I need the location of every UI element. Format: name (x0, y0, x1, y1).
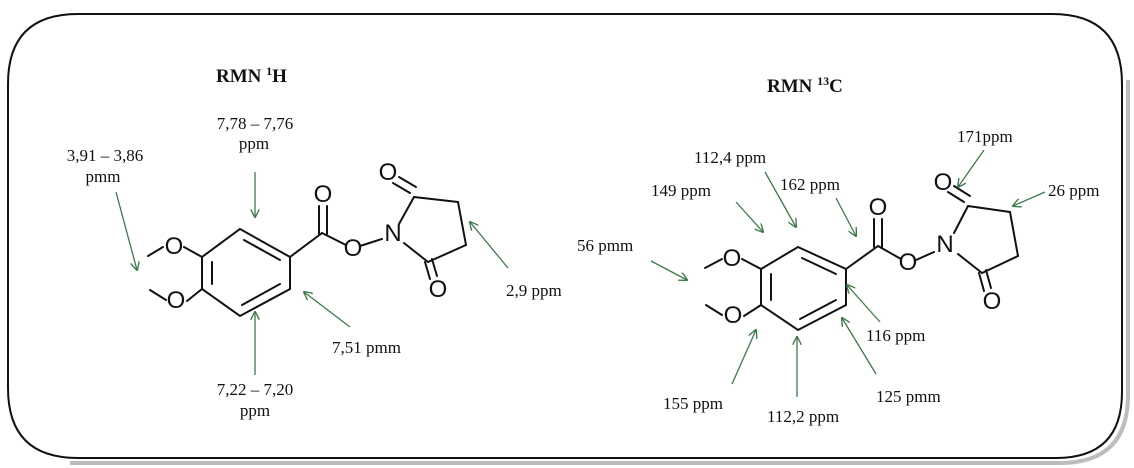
c13-atom-o-methoxy-bottom: O (724, 302, 743, 329)
h1-label-methoxy-line1: 3,91 – 3,86 (67, 146, 144, 165)
c13-label-26: 26 ppm (1048, 181, 1099, 200)
c13-panel-title: RMN 13C (767, 74, 843, 97)
h1-label-top-line2: ppm (239, 134, 269, 153)
c13-arrow-155 (731, 330, 756, 385)
h1-arrow-right (304, 292, 351, 328)
c13-atom-o-ring-top: O (934, 169, 953, 196)
rounded-frame (7, 13, 1123, 459)
c13-atom-o-methoxy-top: O (723, 245, 742, 272)
h1-atom-o-methoxy-top: O (165, 233, 184, 260)
c13-arrow-56 (650, 260, 687, 280)
c13-arrow-116 (847, 285, 881, 323)
c13-atom-n: N (936, 231, 953, 258)
c13-arrow-149 (735, 201, 763, 232)
c13-label-171: 171ppm (957, 127, 1013, 146)
frame-shadow (70, 80, 1130, 465)
h1-label-bottom-line2: ppm (240, 401, 270, 420)
h1-label-ch2: 2,9 ppm (506, 281, 562, 300)
c13-arrow-125 (842, 318, 877, 375)
c13-label-116: 116 ppm (866, 326, 925, 345)
c13-arrow-162 (835, 197, 856, 236)
c13-arrow-112-4 (764, 171, 796, 227)
h1-atom-o-carbonyl: O (314, 181, 333, 208)
c13-label-112-2: 112,2 ppm (767, 407, 839, 426)
h1-atom-o-ester: O (344, 235, 363, 262)
h1-label-methoxy-line2: pmm (86, 167, 121, 186)
c13-arrow-26 (1013, 191, 1046, 206)
c13-arrow-171 (958, 149, 985, 187)
h1-arrow-methoxy (115, 191, 137, 270)
h1-atom-o-ring-bottom: O (429, 276, 448, 303)
c13-atom-o-carbonyl: O (869, 194, 888, 221)
c13-molecule (704, 185, 1019, 332)
h1-atom-o-ring-top: O (379, 159, 398, 186)
c13-atom-o-ring-bottom: O (983, 288, 1002, 315)
c13-label-125: 125 pmm (876, 387, 941, 406)
c13-label-56: 56 pmm (577, 236, 633, 255)
h1-atom-o-methoxy-bottom: O (167, 287, 186, 314)
h1-atom-n: N (384, 220, 401, 247)
c13-label-149: 149 ppm (651, 181, 711, 200)
h1-arrow-ch2 (470, 222, 509, 269)
c13-label-162: 162 ppm (780, 175, 840, 194)
h1-molecule (147, 176, 467, 318)
c13-label-155: 155 ppm (663, 394, 723, 413)
c13-atom-o-ester: O (899, 249, 918, 276)
h1-label-right: 7,51 pmm (332, 338, 401, 357)
c13-label-112-4: 112,4 ppm (694, 148, 766, 167)
h1-panel-title: RMN 1H (216, 64, 287, 87)
h1-label-bottom-line1: 7,22 – 7,20 (217, 380, 294, 399)
h1-label-top-line1: 7,78 – 7,76 (217, 114, 294, 133)
